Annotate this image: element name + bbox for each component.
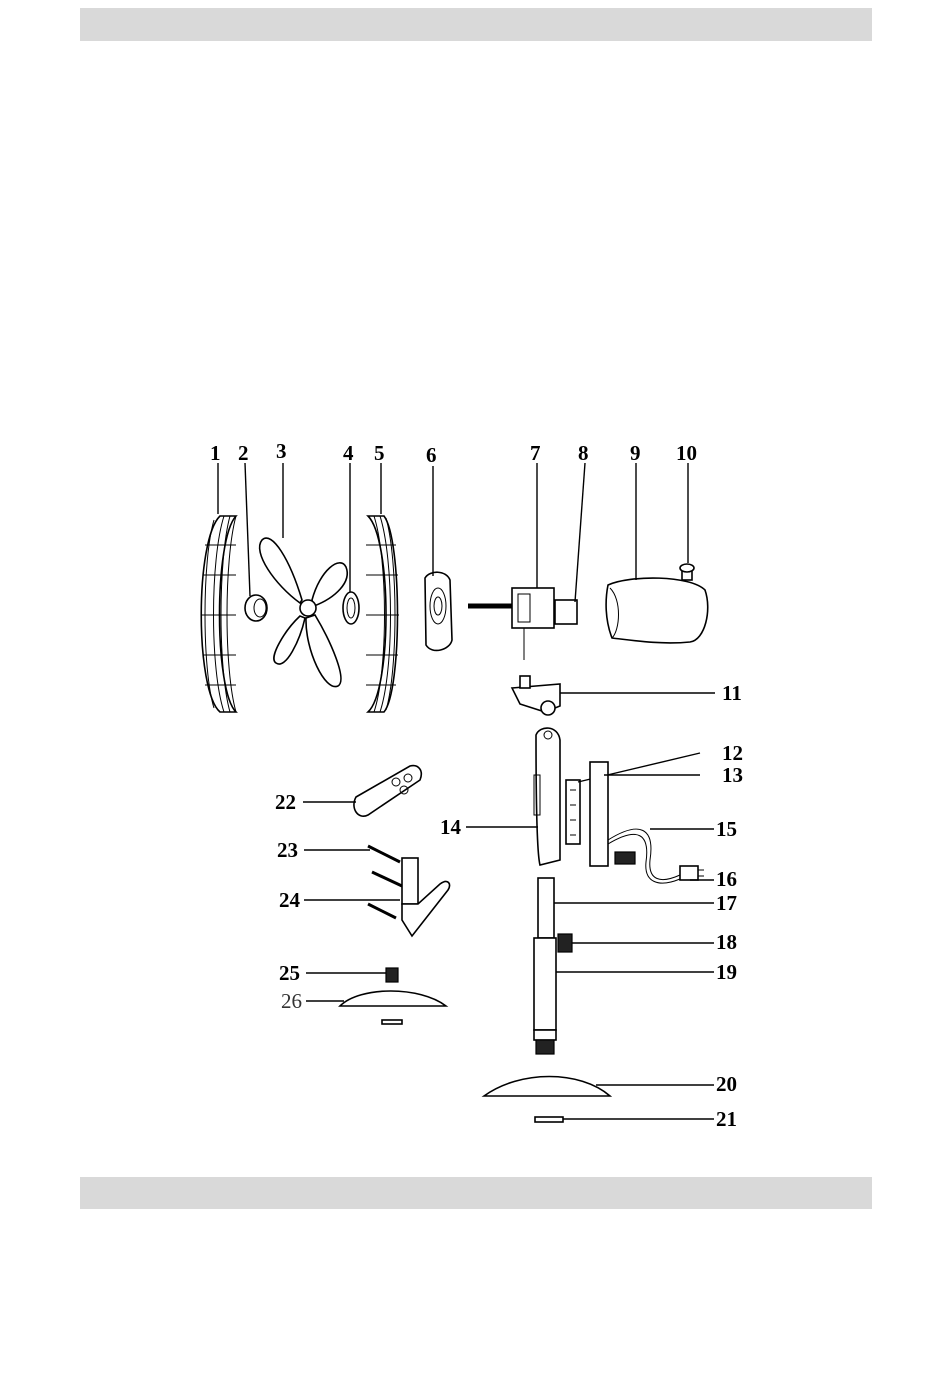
part-label-9: 9	[630, 441, 641, 465]
lower-pole-part	[534, 938, 556, 1054]
wall-mount-bracket-part	[402, 858, 450, 936]
part-label-20: 20	[716, 1072, 737, 1096]
part-label-2: 2	[238, 441, 249, 465]
screws-part	[368, 846, 402, 918]
motor-bracket-part	[512, 676, 560, 715]
part-label-19: 19	[716, 960, 737, 984]
motor-part	[468, 588, 554, 660]
small-base-part	[340, 991, 446, 1024]
rear-guard-part	[201, 516, 236, 712]
part-label-6: 6	[426, 443, 437, 467]
base-nut-part	[386, 968, 398, 982]
part-label-10: 10	[676, 441, 697, 465]
blade-part	[260, 538, 348, 687]
part-label-21: 21	[716, 1107, 737, 1131]
back-cover-part	[590, 762, 608, 866]
part-label-16: 16	[716, 867, 737, 891]
part-label-1: 1	[210, 441, 221, 465]
part-label-13: 13	[722, 763, 743, 787]
part-label-15: 15	[716, 817, 737, 841]
part-label-3: 3	[276, 439, 287, 463]
gearbox-part	[555, 600, 577, 624]
oscillation-knob-part	[680, 564, 694, 580]
blade-nut-part	[343, 592, 359, 624]
part-label-12: 12	[722, 741, 743, 765]
part-label-4: 4	[343, 441, 354, 465]
part-label-18: 18	[716, 930, 737, 954]
pcb-part	[566, 780, 580, 844]
height-adjust-knob-part	[558, 934, 572, 952]
part-label-5: 5	[374, 441, 385, 465]
rear-motor-cover-part	[425, 572, 452, 650]
part-label-17: 17	[716, 891, 737, 915]
part-label-26: 26	[281, 989, 302, 1013]
spinner-part	[245, 595, 267, 621]
part-label-24: 24	[279, 888, 301, 912]
part-label-8: 8	[578, 441, 589, 465]
upper-pole-part	[538, 878, 554, 938]
part-label-14: 14	[440, 815, 462, 839]
upper-body-part	[534, 728, 560, 865]
base-pin-part	[535, 1117, 563, 1122]
part-label-25: 25	[279, 961, 300, 985]
front-guard-part	[366, 516, 399, 712]
plug-part	[615, 852, 704, 880]
part-label-22: 22	[275, 790, 296, 814]
motor-housing-part	[606, 578, 708, 643]
remote-control-part	[354, 766, 421, 817]
base-plate-part	[484, 1077, 610, 1097]
part-label-23: 23	[277, 838, 298, 862]
part-label-11: 11	[722, 681, 742, 705]
part-label-7: 7	[530, 441, 541, 465]
